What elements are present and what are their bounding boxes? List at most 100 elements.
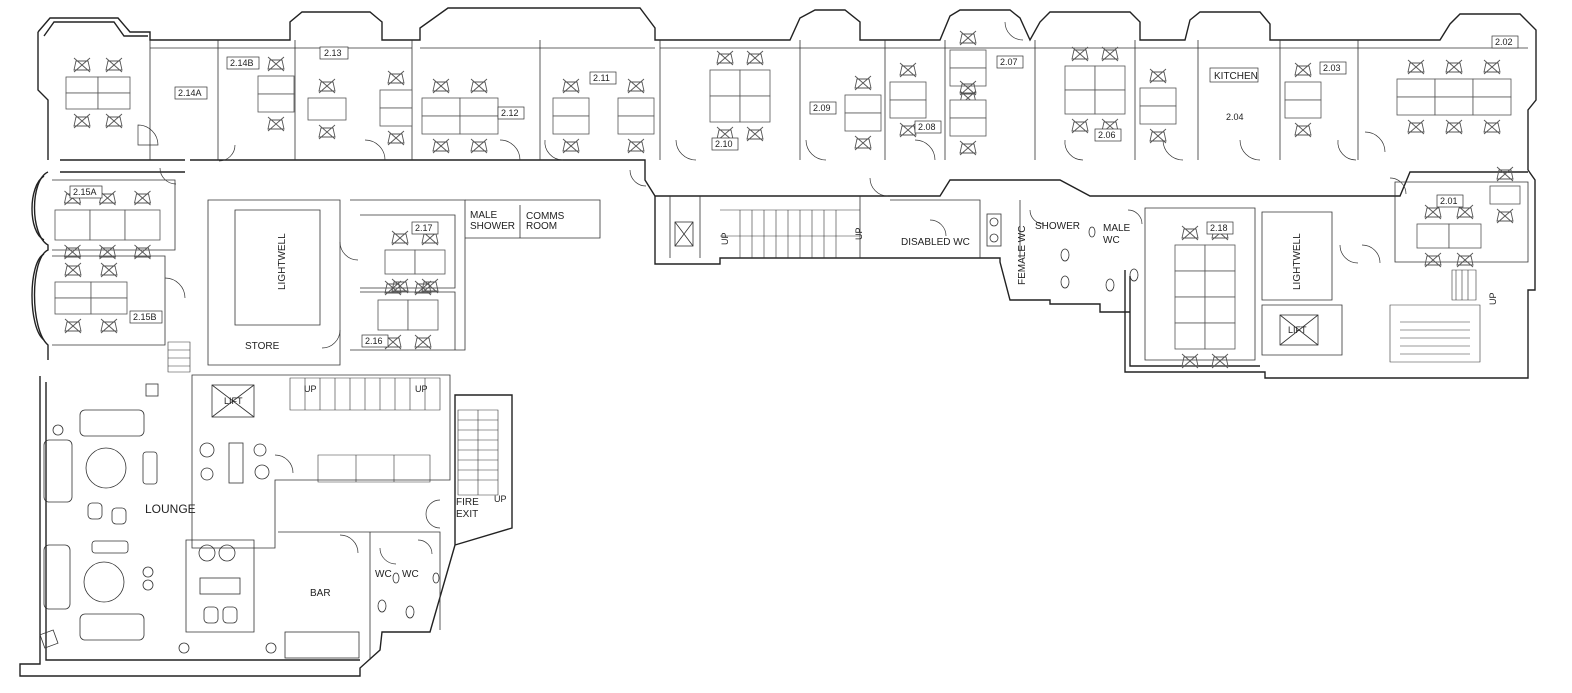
chair-icon <box>73 113 91 129</box>
desk-cluster <box>1284 81 1322 119</box>
svg-text:2.18: 2.18 <box>1210 223 1228 233</box>
chair-icon <box>1407 119 1425 135</box>
svg-text:2.13: 2.13 <box>324 48 342 58</box>
desk-cluster <box>54 209 161 241</box>
chair-icon <box>1071 118 1089 134</box>
room-tag-2-17: 2.17 <box>411 221 439 235</box>
chair-icon <box>1101 46 1119 62</box>
bar-label: BAR <box>310 588 331 599</box>
chair-icon <box>899 62 917 78</box>
chair-icon <box>105 57 123 73</box>
room-tag-2-04: 2.04 <box>1226 112 1244 122</box>
chair-icon <box>1483 59 1501 75</box>
room-tag-2-15b: 2.15B <box>129 310 163 324</box>
chair-icon <box>64 262 82 278</box>
desk-cluster <box>1416 223 1482 249</box>
chair-icon <box>1424 252 1442 268</box>
chair-icon <box>1071 46 1089 62</box>
lifts <box>211 221 1319 418</box>
chair-icon <box>421 278 439 294</box>
chair-icon <box>562 78 580 94</box>
space-labels: KITCHEN LIGHTWELL LIGHTWELL STORE MALE S… <box>145 67 1498 599</box>
lift-label-west: LIFT <box>224 396 243 406</box>
desk-cluster <box>307 97 347 121</box>
up-label-3: UP <box>304 384 317 394</box>
chair-icon <box>100 262 118 278</box>
desk-clusters <box>54 30 1521 369</box>
chair-icon <box>414 334 432 350</box>
lounge-label: LOUNGE <box>145 502 196 516</box>
chair-icon <box>959 140 977 156</box>
chair-icon <box>746 126 764 142</box>
svg-text:2.04: 2.04 <box>1226 112 1244 122</box>
desk-cluster <box>377 299 439 331</box>
desk-cluster <box>709 69 771 123</box>
chair-icon <box>432 138 450 154</box>
chair-icon <box>1294 62 1312 78</box>
male-shower-label-line2: SHOWER <box>470 221 515 232</box>
svg-text:2.08: 2.08 <box>918 122 936 132</box>
comms-room-label-line2: ROOM <box>526 221 557 232</box>
chair-icon <box>746 50 764 66</box>
up-label-2: UP <box>854 227 864 240</box>
room-tag-2-08: 2.08 <box>914 120 942 134</box>
chair-icon <box>133 244 152 260</box>
room-tag-2-14b: 2.14B <box>226 56 260 70</box>
chair-icon <box>1181 353 1199 369</box>
desk-cluster <box>257 75 295 113</box>
chair-icon <box>716 50 734 66</box>
chair-icon <box>133 190 152 206</box>
up-label-6: UP <box>1488 292 1498 305</box>
chair-icon <box>627 78 645 94</box>
chair-icon <box>384 280 402 296</box>
chair-icon <box>1445 59 1463 75</box>
room-partitions <box>52 40 1529 660</box>
chair-icon <box>1483 119 1501 135</box>
chair-icon <box>391 278 409 294</box>
chair-icon <box>391 230 409 246</box>
chair-icon <box>627 138 645 154</box>
desk-cluster <box>1396 78 1512 116</box>
chair-icon <box>1181 225 1199 241</box>
desk-cluster <box>384 249 446 275</box>
room-tag-2-02: 2.02 <box>1491 35 1519 49</box>
disabled-wc-label: DISABLED WC <box>901 237 970 248</box>
chair-icon <box>1496 208 1514 224</box>
svg-text:2.07: 2.07 <box>1000 57 1018 67</box>
svg-text:2.10: 2.10 <box>715 139 733 149</box>
room-tag-2-12: 2.12 <box>497 106 525 120</box>
chair-icon <box>63 244 82 260</box>
svg-text:2.06: 2.06 <box>1098 130 1116 140</box>
door-swings <box>137 21 1407 565</box>
room-tag-2-15a: 2.15A <box>69 185 103 199</box>
room-tag-2-03: 2.03 <box>1319 61 1347 75</box>
chair-icon <box>1407 59 1425 75</box>
desk-cluster <box>379 89 413 127</box>
fire-exit-label-line2: EXIT <box>456 509 478 520</box>
shower-label: SHOWER <box>1035 221 1080 232</box>
kitchen-label: KITCHEN <box>1214 71 1258 82</box>
lightwell-right-label: LIGHTWELL <box>1292 233 1303 290</box>
female-wc-label: FEMALE WC <box>1017 226 1028 285</box>
chair-icon <box>318 124 336 140</box>
room-tag-2-06: 2.06 <box>1094 128 1122 142</box>
desk-cluster <box>889 81 927 119</box>
desk-cluster <box>65 76 131 110</box>
chair-icon <box>1294 122 1312 138</box>
chair-icon <box>470 138 488 154</box>
wc-label-a: WC <box>375 569 392 580</box>
chair-icon <box>318 78 336 94</box>
svg-text:2.11: 2.11 <box>593 73 610 83</box>
room-tag-2-10: 2.10 <box>711 137 739 151</box>
svg-text:2.15A: 2.15A <box>73 187 97 197</box>
svg-text:2.16: 2.16 <box>365 336 383 346</box>
chair-icon <box>414 280 432 296</box>
desk-cluster <box>1174 244 1236 350</box>
chair-icon <box>98 244 117 260</box>
chair-icon <box>1211 353 1229 369</box>
chair-icon <box>959 80 977 96</box>
desk-cluster <box>1139 87 1177 125</box>
chair-icon <box>267 56 285 72</box>
chair-icon <box>1445 119 1463 135</box>
